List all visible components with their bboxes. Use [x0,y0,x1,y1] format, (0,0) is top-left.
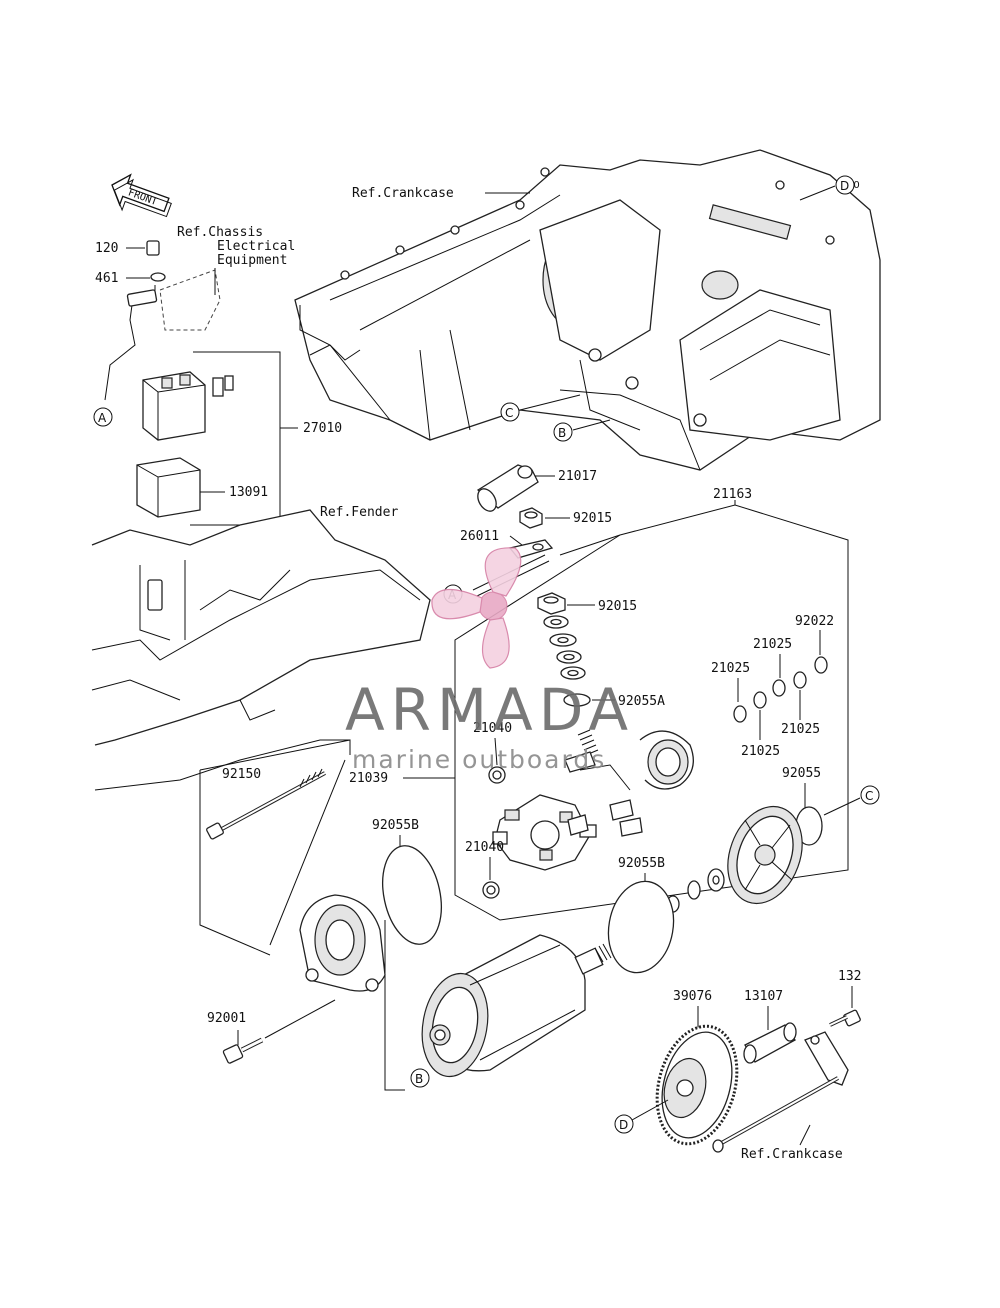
nut-92015-lower [537,592,566,615]
watermark-brand: ARMADA [345,676,634,744]
part-92015a-label: 92015 [573,511,612,526]
part-92055Bb-label: 92055B [618,856,665,871]
brush-end-cover [639,730,694,790]
ref-chassis-line2: Electrical [217,239,295,254]
callout-d-top: D [799,175,855,201]
svg-text:D: D [619,1118,628,1132]
callout-c-starter: C [860,785,880,805]
o-ring-92055B-left [382,845,442,945]
assembly-21163-bracket [454,504,849,921]
part-13107-label: 13107 [744,989,783,1004]
terminal-cap-21017 [476,464,539,512]
starter-front-cover [299,894,386,992]
brush-spring-21040-bottom [482,881,500,899]
starter-motor-body [421,934,612,1078]
propeller-logo-icon [431,547,522,669]
brush-holder-21039 [492,794,597,871]
chassis-bracket-ghost [159,269,221,331]
ref-crankcase-top: Ref.Crankcase [352,186,454,201]
o-ring-92055B-right [607,880,675,974]
part-21039-label: 21039 [349,771,388,786]
washer-21025c-icon [793,671,807,689]
spring-coil [577,729,599,756]
brush-spring-21040-top [488,766,506,784]
watermark-tagline: marine outboards [352,745,606,774]
part-21025a-label: 21025 [753,637,792,652]
part-92055A-label: 92055A [618,694,665,709]
svg-text:B: B [415,1072,423,1086]
part-92015b-label: 92015 [598,599,637,614]
svg-text:C: C [865,789,873,803]
idler-shaft-plate [712,1031,849,1153]
washer-92022-icon [814,656,828,674]
ref-fender: Ref.Fender [320,505,398,520]
ground-wire [104,299,141,401]
front-arrow-icon: FRONT [111,173,172,218]
armada-watermark: ARMADA marine outboards [345,547,634,774]
idler-gear-39076 [655,1024,739,1146]
svg-text:A: A [98,411,107,425]
svg-text:D: D [840,179,849,193]
nut-92015-top [519,507,543,529]
part-132-label: 132 [838,969,861,984]
washer-stack [543,615,586,680]
part-26011-label: 26011 [460,529,499,544]
callout-b-starter: B [410,1068,430,1088]
crankcase-drawing [294,149,881,471]
part-120-label: 120 [95,241,118,256]
part-21017-label: 21017 [558,469,597,484]
ref-chassis-line1: Ref.Chassis [177,225,263,240]
part-21025d-label: 21025 [741,744,780,759]
part-21040a-label: 21040 [473,721,512,736]
part-21163-label: 21163 [713,487,752,502]
bolt-132-icon [829,1009,861,1027]
part-461-label: 461 [95,271,118,286]
sleeve-13107 [743,1022,797,1064]
washer-21025b-icon [733,705,747,723]
callout-b-crankcase: B [553,419,611,442]
callout-c-crankcase: C [500,394,581,422]
starter-relay-27010 [142,371,234,441]
fender-drawing [91,509,431,791]
part-92055Ba-label: 92055B [372,818,419,833]
part-21025b-label: 21025 [711,661,750,676]
part-21025c-label: 21025 [781,722,820,737]
part-39076-label: 39076 [673,989,712,1004]
part-92001-label: 92001 [207,1011,246,1026]
part-27010-label: 27010 [303,421,342,436]
brushes [564,751,643,837]
part-13091-label: 13091 [229,485,268,500]
relay-cover-13091 [136,457,201,518]
callout-d-gear: D [614,1099,669,1134]
starter-rear-cover [727,805,803,905]
part-92150-label: 92150 [222,767,261,782]
ref-chassis-line3: Equipment [217,253,287,268]
through-bolt-92150 [206,768,326,840]
thrust-washers [666,868,725,913]
assembly-left-bracket [199,739,351,956]
callout-a-relay: A [93,407,113,427]
part-92022-label: 92022 [795,614,834,629]
svg-text:B: B [558,426,566,440]
bolt-120-icon [146,240,160,256]
bolt-92001-icon [222,1037,264,1064]
washer-21025d-icon [753,691,767,709]
svg-text:C: C [505,406,513,420]
washer-461-icon [150,272,166,282]
part-92055-label: 92055 [782,766,821,781]
part-21040b-label: 21040 [465,840,504,855]
o-ring-92055A [563,693,591,707]
washer-21025a-icon [772,679,786,697]
ref-crankcase-bottom: Ref.Crankcase [741,1147,843,1162]
